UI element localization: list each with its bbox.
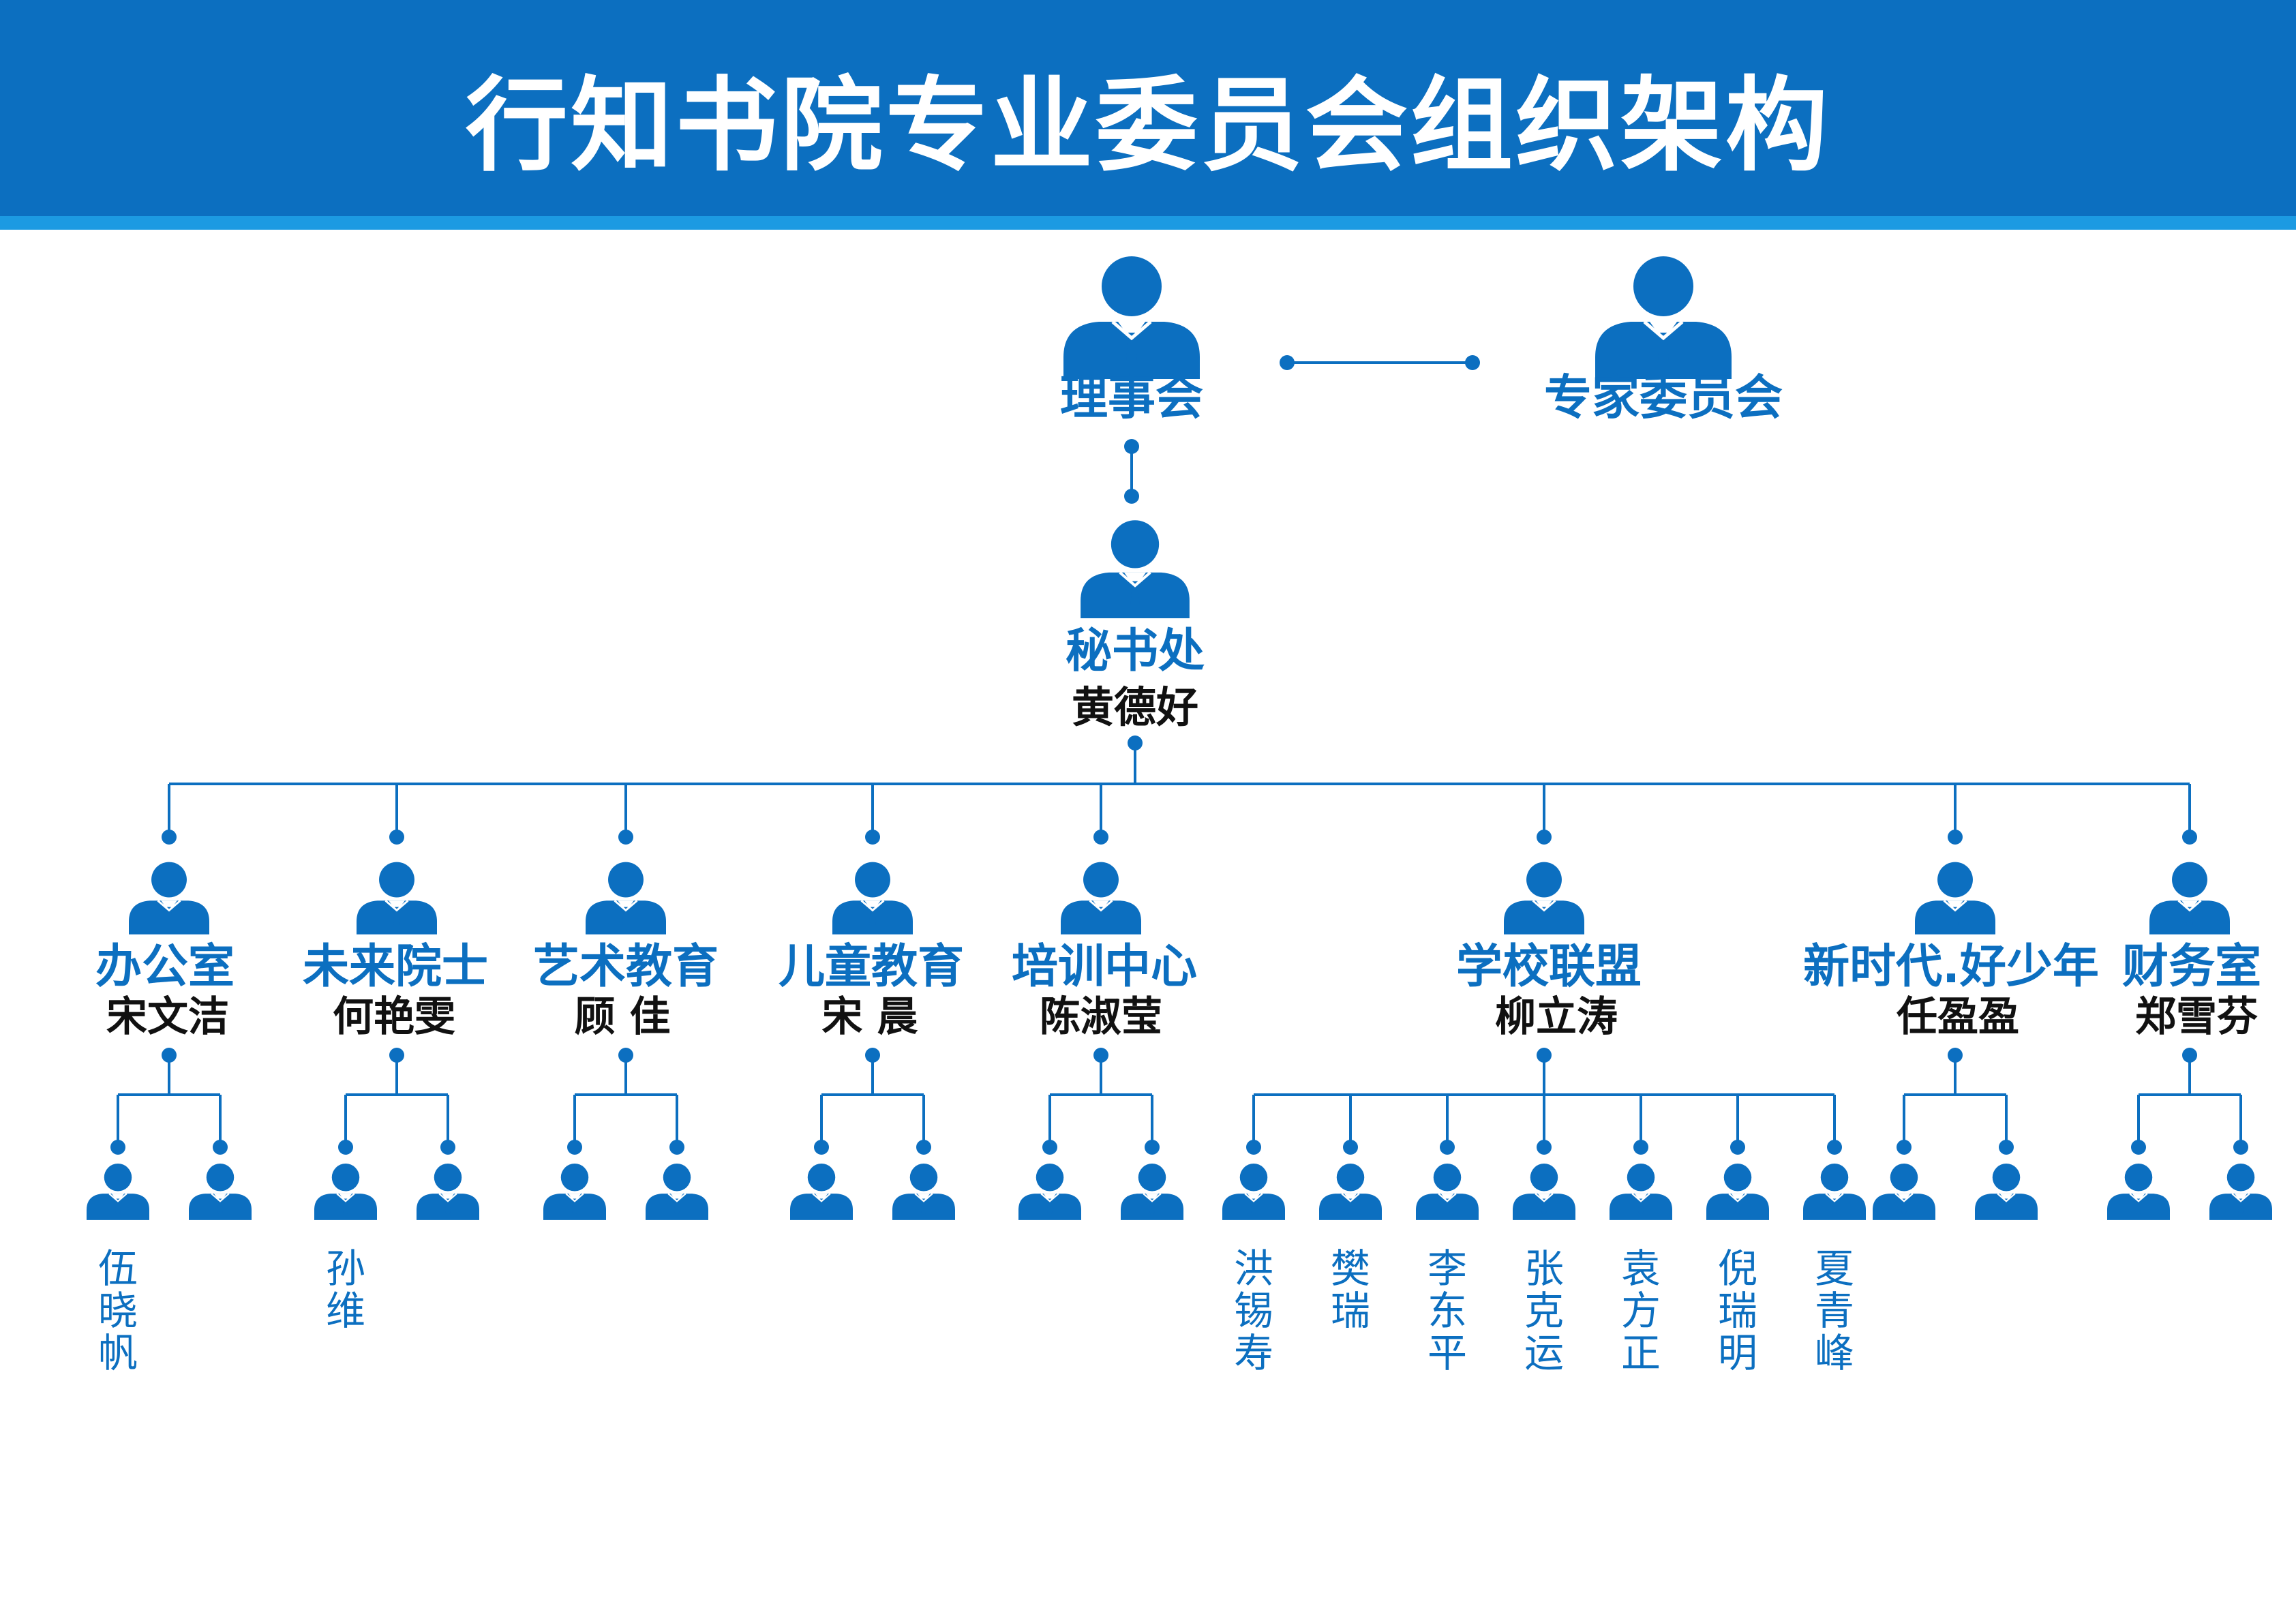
- person-icon: [1504, 862, 1584, 935]
- member-dot: [1246, 1140, 1261, 1155]
- department-dot: [618, 830, 633, 845]
- member-name: 洪锡寿: [1233, 1245, 1273, 1376]
- member-dot: [567, 1140, 582, 1155]
- member-dot: [1042, 1140, 1057, 1155]
- department-label: 新时代.好少年: [1803, 940, 2099, 994]
- expert-committee-label: 专家委员会: [1544, 369, 1783, 425]
- page-title: 行知书院专业委员会组织架构: [465, 67, 1830, 185]
- person-icon: [1018, 1164, 1081, 1220]
- title-banner: [0, 0, 2296, 216]
- department-label: 儿童教育: [778, 940, 965, 994]
- person-icon: [1803, 1164, 1866, 1220]
- person-icon: [1222, 1164, 1285, 1220]
- person-icon: [1319, 1164, 1382, 1220]
- member-name: 张克运: [1524, 1245, 1564, 1376]
- department-lead: 顾 佳: [574, 993, 671, 1041]
- member-dot: [213, 1140, 228, 1155]
- department-lead: 陈淑莹: [1040, 993, 1162, 1041]
- person-icon: [790, 1164, 853, 1220]
- department-lead: 任盈盈: [1897, 993, 2019, 1041]
- person-icon: [1975, 1164, 2038, 1220]
- person-icon: [87, 1164, 149, 1220]
- member-dot: [440, 1140, 455, 1155]
- person-icon: [1873, 1164, 1935, 1220]
- person-icon: [2149, 862, 2230, 935]
- member-name: 伍晓帆: [97, 1245, 138, 1376]
- department-lead: 宋 晨: [821, 993, 918, 1041]
- member-dot: [1343, 1140, 1358, 1155]
- department-lead: 柳立涛: [1495, 993, 1618, 1041]
- member-dot: [1999, 1140, 2014, 1155]
- member-dot: [1897, 1140, 1912, 1155]
- person-icon: [1121, 1164, 1183, 1220]
- council-label: 理事会: [1060, 369, 1203, 425]
- person-icon: [1081, 520, 1190, 618]
- person-icon: [543, 1164, 606, 1220]
- person-icon: [129, 862, 209, 935]
- person-icon: [1513, 1164, 1575, 1220]
- person-icon: [1915, 862, 1995, 935]
- secretariat-lead: 黄德好: [1071, 682, 1199, 732]
- department-dot: [2182, 830, 2197, 845]
- member-dot: [1145, 1140, 1160, 1155]
- member-dot: [814, 1140, 829, 1155]
- person-icon: [1416, 1164, 1479, 1220]
- department-dot: [1948, 830, 1963, 845]
- member-dot: [669, 1140, 684, 1155]
- person-icon: [189, 1164, 252, 1220]
- person-icon: [1063, 256, 1200, 379]
- department-dot: [865, 830, 880, 845]
- member-dot: [1633, 1140, 1648, 1155]
- department-dot: [162, 830, 177, 845]
- person-icon: [314, 1164, 377, 1220]
- person-icon: [357, 862, 437, 935]
- member-dot: [338, 1140, 353, 1155]
- department-label: 艺术教育: [532, 940, 719, 994]
- member-name: 夏青峰: [1814, 1245, 1854, 1376]
- person-icon: [586, 862, 666, 935]
- department-dot: [389, 830, 404, 845]
- member-name: 倪瑞明: [1717, 1245, 1757, 1376]
- department-label: 培训中心: [1011, 940, 1198, 994]
- department-label: 学校联盟: [1455, 940, 1642, 994]
- department-lead: 宋文洁: [106, 993, 229, 1041]
- department-label: 财务室: [2121, 940, 2262, 994]
- member-dot: [1537, 1140, 1552, 1155]
- person-icon: [1061, 862, 1141, 935]
- department-lead: 何艳雯: [333, 993, 455, 1041]
- member-dot: [2131, 1140, 2146, 1155]
- department-dot: [1537, 830, 1552, 845]
- person-icon: [1595, 256, 1732, 379]
- member-dot: [1827, 1140, 1842, 1155]
- department-dot: [1093, 830, 1108, 845]
- member-dot: [1730, 1140, 1745, 1155]
- person-icon: [1706, 1164, 1769, 1220]
- member-dot: [110, 1140, 125, 1155]
- person-icon: [832, 862, 913, 935]
- person-icon: [2209, 1164, 2272, 1220]
- department-lead: 郑雪芬: [2135, 993, 2258, 1041]
- person-icon: [892, 1164, 955, 1220]
- member-name: 孙维: [325, 1245, 365, 1334]
- member-dot: [1440, 1140, 1455, 1155]
- title-banner-stripe: [0, 216, 2296, 230]
- person-icon: [2107, 1164, 2170, 1220]
- person-icon: [646, 1164, 708, 1220]
- member-dot: [916, 1140, 931, 1155]
- person-icon: [1610, 1164, 1672, 1220]
- member-dot: [2233, 1140, 2248, 1155]
- member-name: 袁方正: [1620, 1245, 1661, 1376]
- department-label: 办公室: [95, 940, 235, 994]
- person-icon: [417, 1164, 479, 1220]
- member-name: 李东平: [1427, 1245, 1467, 1376]
- secretariat-label: 秘书处: [1065, 624, 1205, 678]
- member-name: 樊瑞: [1330, 1245, 1370, 1334]
- department-label: 未来院士: [302, 940, 489, 994]
